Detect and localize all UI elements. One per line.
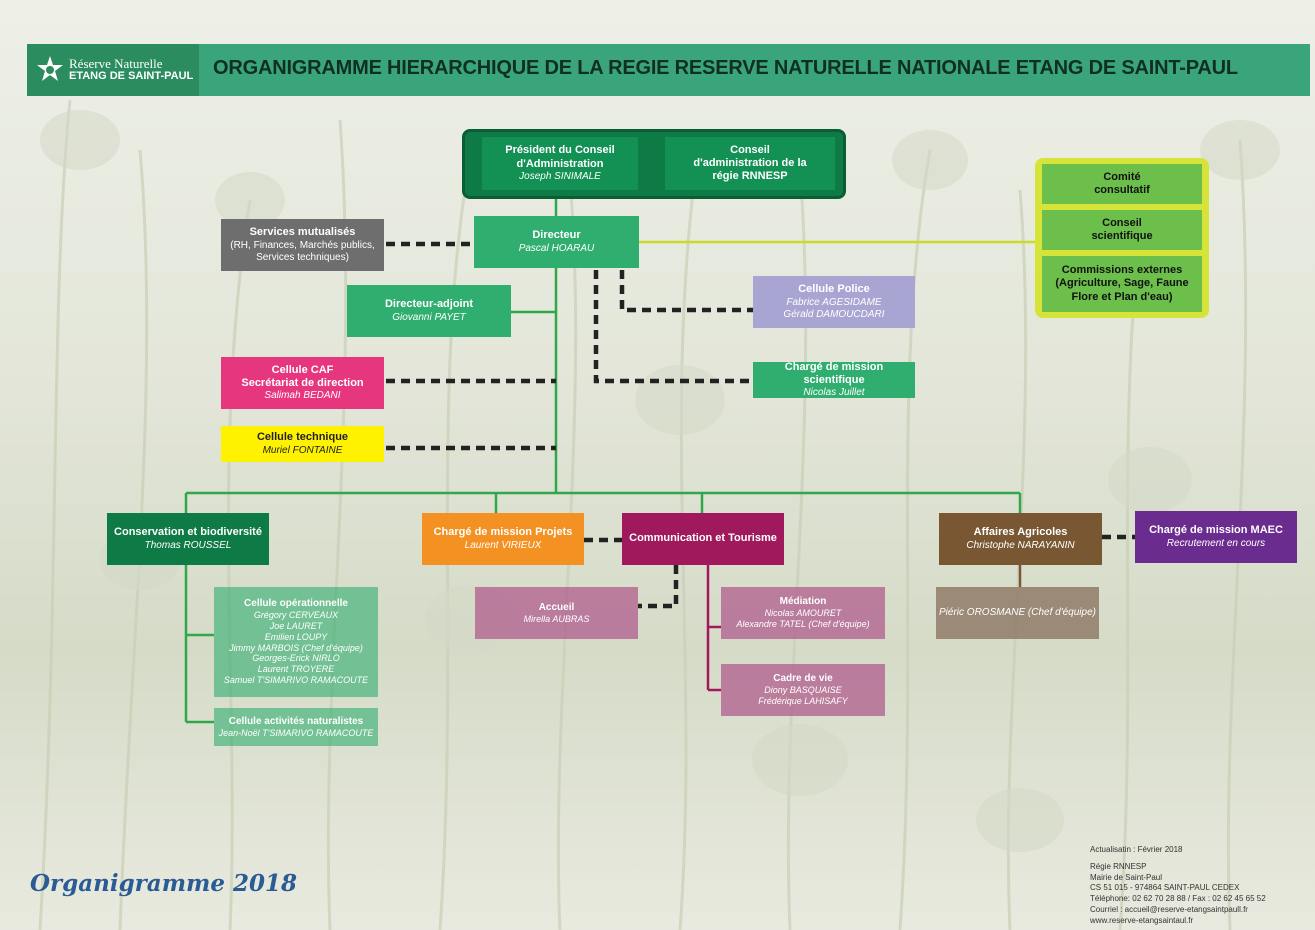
naturalistes-box: Cellule activités naturalistes Jean-Noël… [214,708,378,746]
president-box: Président du Conseil d'Administration Jo… [482,137,638,190]
police-box: Cellule Police Fabrice AGESIDAME Gérald … [753,276,915,328]
contact-line: Régie RNNESP [1090,861,1147,871]
technique-name: Muriel FONTAINE [262,444,343,456]
logo-line1: Réserve Naturelle [69,56,163,72]
commissions-label: Commissions externes (Agriculture, Sage,… [1055,264,1189,303]
technique-title: Cellule technique [256,431,349,444]
conseil-scientifique-box: Conseil scientifique [1042,210,1202,250]
operationnelle-box: Cellule opérationnelle Grégory CERVEAUX … [214,587,378,697]
pieric-box: Piéric OROSMANE (Chef d'équipe) [936,587,1099,639]
caf-name: Salimah BEDANI [264,390,341,402]
cadre-box: Cadre de vie Diony BASQUAISE Frédérique … [721,664,885,716]
president-title: Président du Conseil d'Administration [505,144,615,170]
contact-line: Courriel : accueil@reserve-etangsaintpau… [1090,904,1248,914]
directeur-name: Pascal HOARAU [518,242,595,254]
operationnelle-name: Joe LAURET [269,621,323,631]
communication-box: Communication et Tourisme [622,513,784,565]
naturalistes-name: Jean-Noël T'SIMARIVO RAMACOUTE [218,727,374,738]
contact-line: Mairie de Saint-Paul [1090,872,1163,882]
contact-line: www.reserve-etangsaintaul.fr [1090,915,1194,925]
contact-block: Actualisatin : Février 2018 Régie RNNESP… [1090,845,1266,927]
technique-box: Cellule technique Muriel FONTAINE [221,426,384,462]
accueil-box: Accueil Mirella AUBRAS [475,587,638,639]
cadre-name2: Frédérique LAHISAFY [758,696,848,706]
logo: Réserve Naturelle ETANG DE SAINT-PAUL [27,44,199,96]
conservation-box: Conservation et biodiversité Thomas ROUS… [107,513,269,565]
comite-label: Comité consultatif [1094,170,1150,196]
services-title: Services mutualisés [249,226,356,239]
adjoint-title: Directeur-adjoint [384,298,473,311]
maec-box: Chargé de mission MAEC Recrutement en co… [1135,511,1297,563]
conservation-name: Thomas ROUSSEL [144,539,232,551]
pieric-name: Piéric OROSMANE (Chef d'équipe) [939,607,1096,618]
operationnelle-name: Samuel T'SIMARIVO RAMACOUTE [223,674,369,685]
board-box: Conseil d'administration de la régie RNN… [665,137,835,190]
caf-box: Cellule CAF Secrétariat de direction Sal… [221,357,384,409]
maec-name: Recrutement en cours [1166,537,1266,549]
board-title: Conseil d'administration de la régie RNN… [693,143,807,183]
agricoles-name: Christophe NARAYANIN [966,539,1075,551]
operationnelle-name: Grégory CERVEAUX [253,610,339,621]
maec-title: Chargé de mission MAEC [1149,524,1283,537]
operationnelle-name: Georges-Erick NIRLO [252,653,340,664]
cadre-title: Cadre de vie [773,673,833,685]
president-name: Joseph SINIMALE [519,170,601,182]
conservation-title: Conservation et biodiversité [114,526,262,539]
accueil-name: Mirella AUBRAS [523,613,590,624]
logo-line2: ETANG DE SAINT-PAUL [69,70,194,83]
logo-mark-icon [37,56,63,81]
operationnelle-title: Cellule opérationnelle [244,598,348,610]
scientifique-title: Chargé de mission scientifique [784,360,884,386]
scientifique-box: Chargé de mission scientifique Nicolas J… [753,360,915,399]
adjoint-name: Giovanni PAYET [392,311,466,323]
agricoles-box: Affaires Agricoles Christophe NARAYANIN [939,513,1102,565]
conseil-label: Conseil [1102,216,1142,229]
mediation-name2: Alexandre TATEL (Chef d'équipe) [736,619,870,629]
projets-name: Laurent VIRIEUX [464,539,542,551]
services-box: Services mutualisés (RH, Finances, March… [221,219,384,271]
page-title: ORGANIGRAMME HIERARCHIQUE DE LA REGIE RE… [213,57,1238,79]
communication-title: Communication et Tourisme [629,532,777,545]
directeur-box: Directeur Pascal HOARAU [474,216,639,268]
operationnelle-name: Emilien LOUPY [264,631,328,642]
header-bar: Réserve Naturelle ETANG DE SAINT-PAUL OR… [27,44,1310,96]
operationnelle-name: Jimmy MARBOIS (Chef d'équipe) [229,642,363,653]
contact-line: CS 51 015 - 974864 SAINT-PAUL CEDEX [1090,883,1240,893]
accueil-title: Accueil [538,601,575,613]
police-name1: Fabrice AGESIDAME [786,296,882,308]
caf-title2: Secrétariat de direction [241,377,364,389]
scientifique-name: Nicolas Juillet [803,387,865,399]
mediation-title: Médiation [779,596,827,608]
directeur-title: Directeur [532,229,581,242]
services-desc: (RH, Finances, Marchés publics, Services… [230,239,375,263]
footer-title: Organigramme 2018 [30,870,298,897]
scientifique-label: scientifique [1091,230,1153,242]
police-title: Cellule Police [798,283,870,296]
naturalistes-title: Cellule activités naturalistes [228,715,364,727]
operationnelle-name: Laurent TROYERE [257,664,335,675]
agricoles-title: Affaires Agricoles [973,526,1068,539]
projets-box: Chargé de mission Projets Laurent VIRIEU… [422,513,584,565]
comite-box: Comité consultatif [1042,164,1202,204]
contact-line: Téléphone: 02 62 70 28 88 / Fax : 02 62 … [1090,894,1266,904]
mediation-box: Médiation Nicolas AMOURET Alexandre TATE… [721,587,885,639]
contact-line: Actualisatin : Février 2018 [1090,845,1183,854]
commissions-box: Commissions externes (Agriculture, Sage,… [1042,256,1202,312]
adjoint-box: Directeur-adjoint Giovanni PAYET [347,285,511,337]
mediation-name1: Nicolas AMOURET [764,608,842,619]
projets-title: Chargé de mission Projets [433,526,573,539]
police-name2: Gérald DAMOUCDARI [783,308,885,320]
caf-title1: Cellule CAF [271,363,334,376]
cadre-name1: Diony BASQUAISE [764,685,842,696]
